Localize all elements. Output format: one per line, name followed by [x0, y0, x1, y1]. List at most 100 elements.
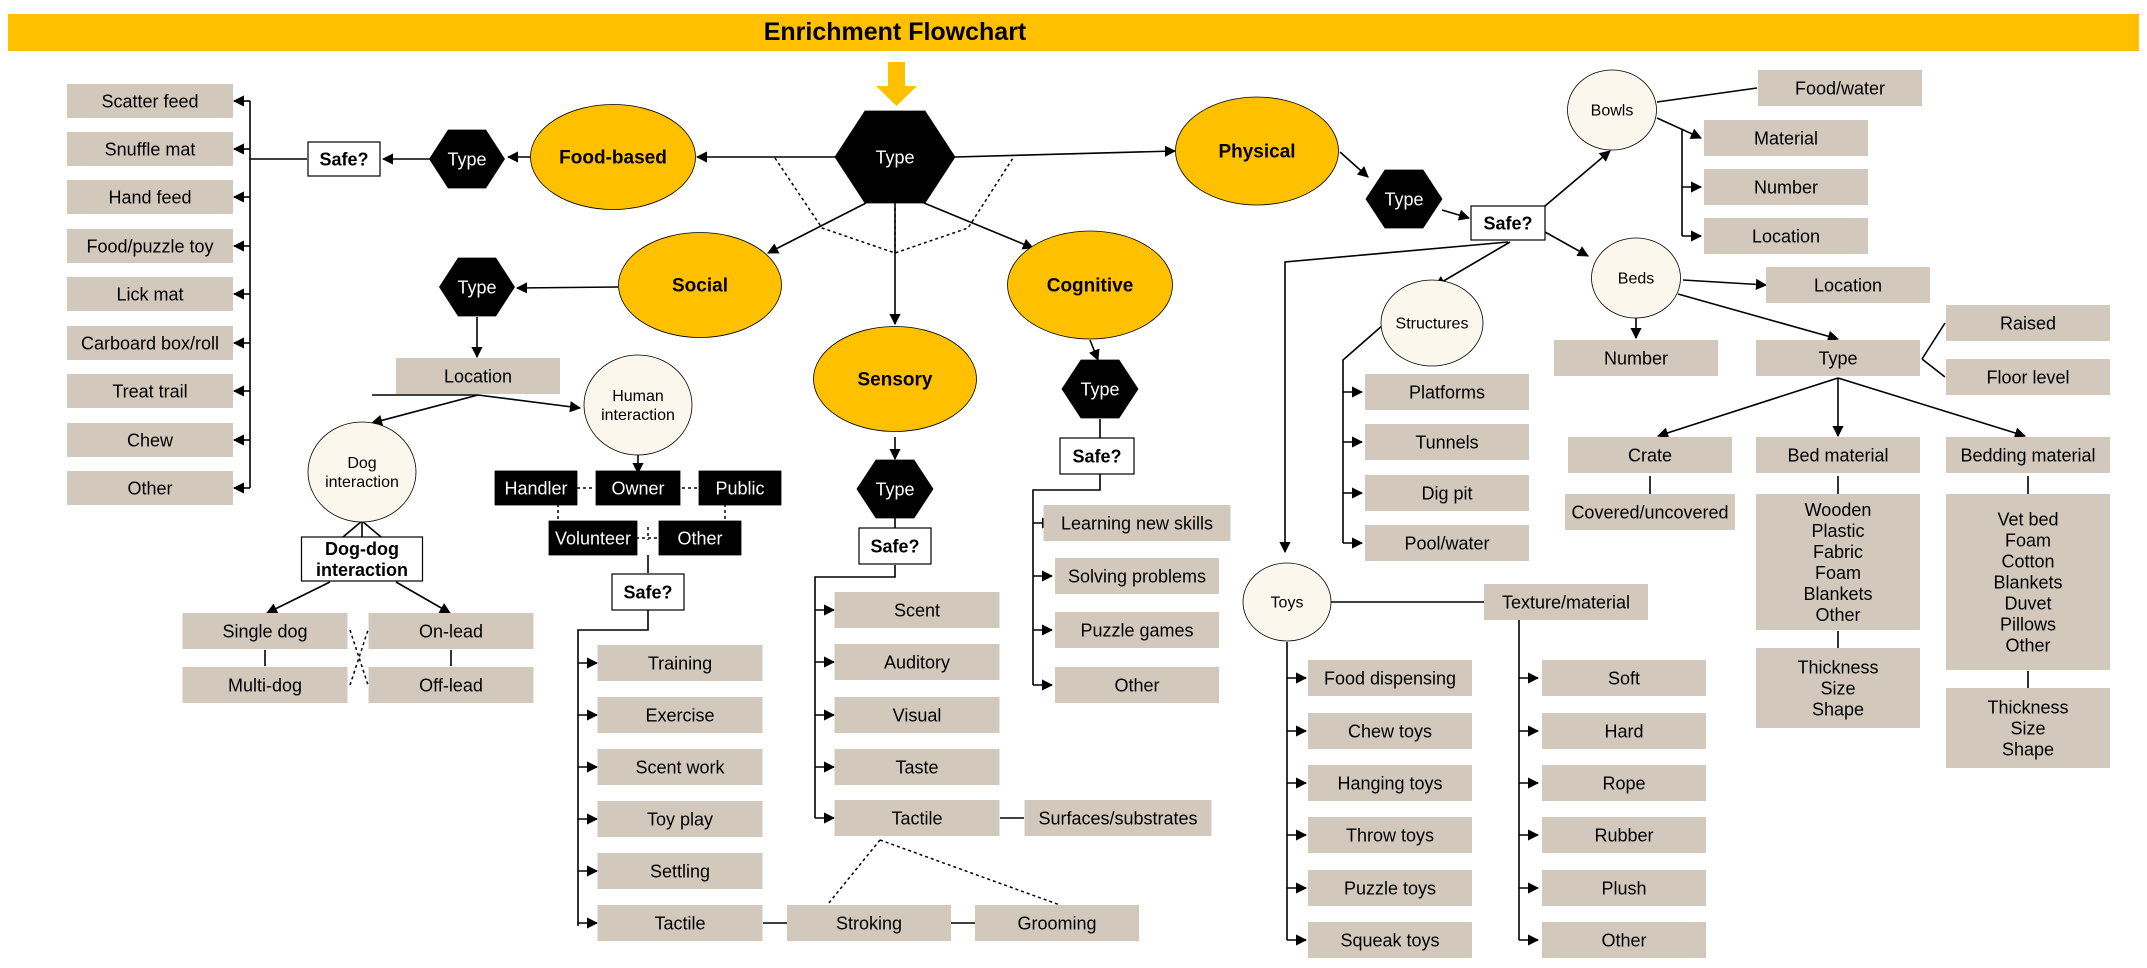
node-shape-h-training	[597, 645, 763, 681]
node-shape-toys	[1242, 562, 1332, 642]
node-label-h-toy: Toy play	[647, 809, 713, 829]
node-shape-food-lick	[67, 277, 233, 311]
node-shape-human-other	[658, 520, 742, 556]
node-food-puzzle: Food/puzzle toy	[67, 229, 233, 263]
node-label-s-visual: Visual	[893, 705, 942, 725]
node-shape-off-lead	[368, 667, 534, 703]
node-label-food-box: Carboard box/roll	[81, 333, 219, 353]
node-toys: Toys	[1242, 562, 1332, 642]
node-label-food-puzzle: Food/puzzle toy	[86, 236, 213, 256]
node-shape-phys-type	[1365, 169, 1443, 229]
node-shape-b-foodwater	[1758, 70, 1922, 106]
node-off-lead: Off-lead	[368, 667, 534, 703]
node-shape-h-scent	[597, 749, 763, 785]
node-label-c-other: Other	[1114, 675, 1159, 695]
node-food-trail: Treat trail	[67, 374, 233, 408]
node-st-pool: Pool/water	[1365, 525, 1529, 561]
node-shape-on-lead	[368, 613, 534, 649]
node-phys-safe: Safe?	[1470, 205, 1546, 241]
node-shape-food-scatter	[67, 84, 233, 118]
node-food-other: Other	[67, 471, 233, 505]
node-label-food-safe: Safe?	[319, 149, 368, 169]
node-s-scent: Scent	[834, 592, 1000, 628]
node-shape-tx-other	[1542, 922, 1706, 958]
node-label-volunteer: Volunteer	[555, 528, 631, 548]
node-floor-level: Floor level	[1946, 359, 2110, 395]
node-single-dog: Single dog	[182, 613, 348, 649]
node-shape-multi-dog	[182, 667, 348, 703]
node-h-scent: Scent work	[597, 749, 763, 785]
page-title: Enrichment Flowchart	[764, 18, 1027, 46]
node-b-number: Number	[1704, 169, 1868, 205]
node-shape-tx-rope	[1542, 765, 1706, 801]
node-label-h-scent: Scent work	[635, 757, 725, 777]
node-bedding-material: Bedding material	[1946, 437, 2110, 473]
node-c-puzzle: Puzzle games	[1055, 612, 1219, 648]
node-sensory-safe: Safe?	[858, 527, 932, 565]
node-shape-st-pool	[1365, 525, 1529, 561]
node-multi-dog: Multi-dog	[182, 667, 348, 703]
node-label-h-training: Training	[648, 653, 712, 673]
node-shape-h-tactile	[597, 905, 763, 941]
node-shape-beds-location	[1766, 267, 1930, 303]
node-shape-volunteer	[548, 520, 638, 556]
node-h-exercise: Exercise	[597, 697, 763, 733]
node-shape-t-squeak	[1308, 922, 1472, 958]
node-shape-owner	[595, 470, 681, 506]
node-label-on-lead: On-lead	[419, 621, 483, 641]
node-label-st-dig: Dig pit	[1421, 483, 1472, 503]
node-b-material: Material	[1704, 120, 1868, 156]
node-shape-social-type	[439, 257, 515, 317]
node-t-hanging: Hanging toys	[1308, 765, 1472, 801]
node-label-sensory: Sensory	[858, 370, 933, 391]
node-shape-s-taste	[834, 749, 1000, 785]
node-shape-c-learning	[1043, 505, 1231, 541]
node-label-t-squeak: Squeak toys	[1340, 930, 1439, 950]
node-label-cog-safe: Safe?	[1072, 446, 1121, 466]
node-shape-bed-material-list	[1756, 494, 1920, 630]
node-label-human-safe: Safe?	[623, 582, 672, 602]
node-label-raised: Raised	[2000, 313, 2056, 333]
node-shape-t-throw	[1308, 817, 1472, 853]
node-shape-bedding-material	[1946, 437, 2110, 473]
node-label-toys: Toys	[1271, 595, 1304, 612]
node-b-foodwater: Food/water	[1758, 70, 1922, 106]
node-label-food-chew: Chew	[127, 430, 174, 450]
node-label-food-snuffle: Snuffle mat	[105, 139, 196, 159]
node-shape-dog-interaction	[307, 421, 417, 523]
node-shape-beds	[1591, 237, 1681, 319]
node-structures: Structures	[1380, 279, 1484, 367]
node-label-st-pool: Pool/water	[1404, 533, 1489, 553]
node-label-food-trail: Treat trail	[112, 381, 187, 401]
node-shape-c-solving	[1055, 558, 1219, 594]
node-label-structures: Structures	[1396, 316, 1469, 333]
node-shape-food-type	[429, 129, 505, 189]
node-beds-number: Number	[1554, 340, 1718, 376]
node-shape-c-puzzle	[1055, 612, 1219, 648]
node-shape-food-chew	[67, 423, 233, 457]
node-label-c-solving: Solving problems	[1068, 566, 1206, 586]
node-label-b-foodwater: Food/water	[1795, 78, 1885, 98]
node-shape-public	[698, 470, 782, 506]
node-label-cognitive: Cognitive	[1047, 276, 1134, 297]
node-label-owner: Owner	[611, 478, 664, 498]
node-social-location: Location	[396, 358, 560, 394]
node-label-beds-location: Location	[1814, 275, 1882, 295]
node-label-bedding-material: Bedding material	[1960, 445, 2095, 465]
node-crate: Crate	[1568, 437, 1732, 473]
node-food-chew: Chew	[67, 423, 233, 457]
node-label-floor-level: Floor level	[1986, 367, 2069, 387]
node-shape-stroking	[787, 905, 951, 941]
node-label-crate: Crate	[1628, 445, 1672, 465]
node-label-st-platforms: Platforms	[1409, 382, 1485, 402]
node-food-lick: Lick mat	[67, 277, 233, 311]
node-texture: Texture/material	[1484, 584, 1648, 620]
node-social: Social	[618, 232, 782, 338]
node-shape-physical	[1175, 96, 1339, 206]
node-shape-h-toy	[597, 801, 763, 837]
